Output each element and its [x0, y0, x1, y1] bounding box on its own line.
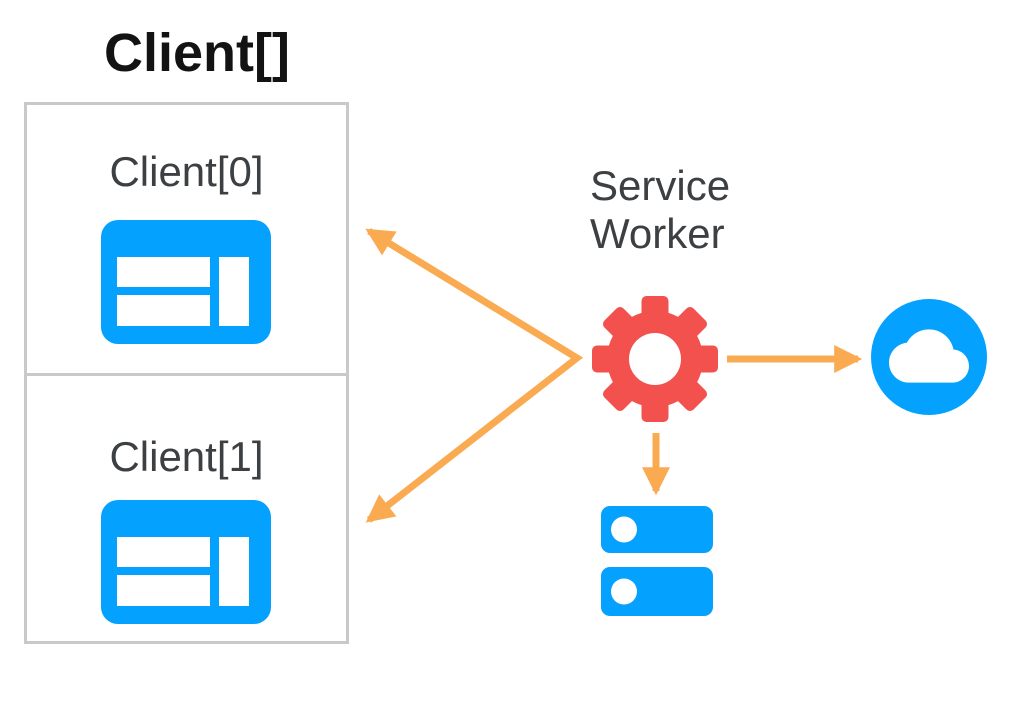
- client-box-divider: [27, 373, 346, 376]
- database-icon: [601, 506, 713, 616]
- browser-window-icon: [101, 220, 271, 344]
- clients-array-title: Client[]: [104, 23, 290, 83]
- clients-container-box: [24, 102, 349, 644]
- cloud-icon: [871, 299, 987, 415]
- service-worker-label-line1: Service: [590, 162, 731, 209]
- client1-label: Client[1]: [109, 433, 264, 480]
- browser-window-icon: [101, 500, 271, 624]
- service-worker-label-line2: Worker: [590, 210, 725, 257]
- client0-label: Client[0]: [109, 148, 264, 195]
- service-worker-label: Service Worker: [590, 162, 730, 258]
- cloud-glyph: [889, 329, 969, 383]
- arrow-to-clients: [365, 228, 584, 523]
- gear-icon: [592, 296, 718, 422]
